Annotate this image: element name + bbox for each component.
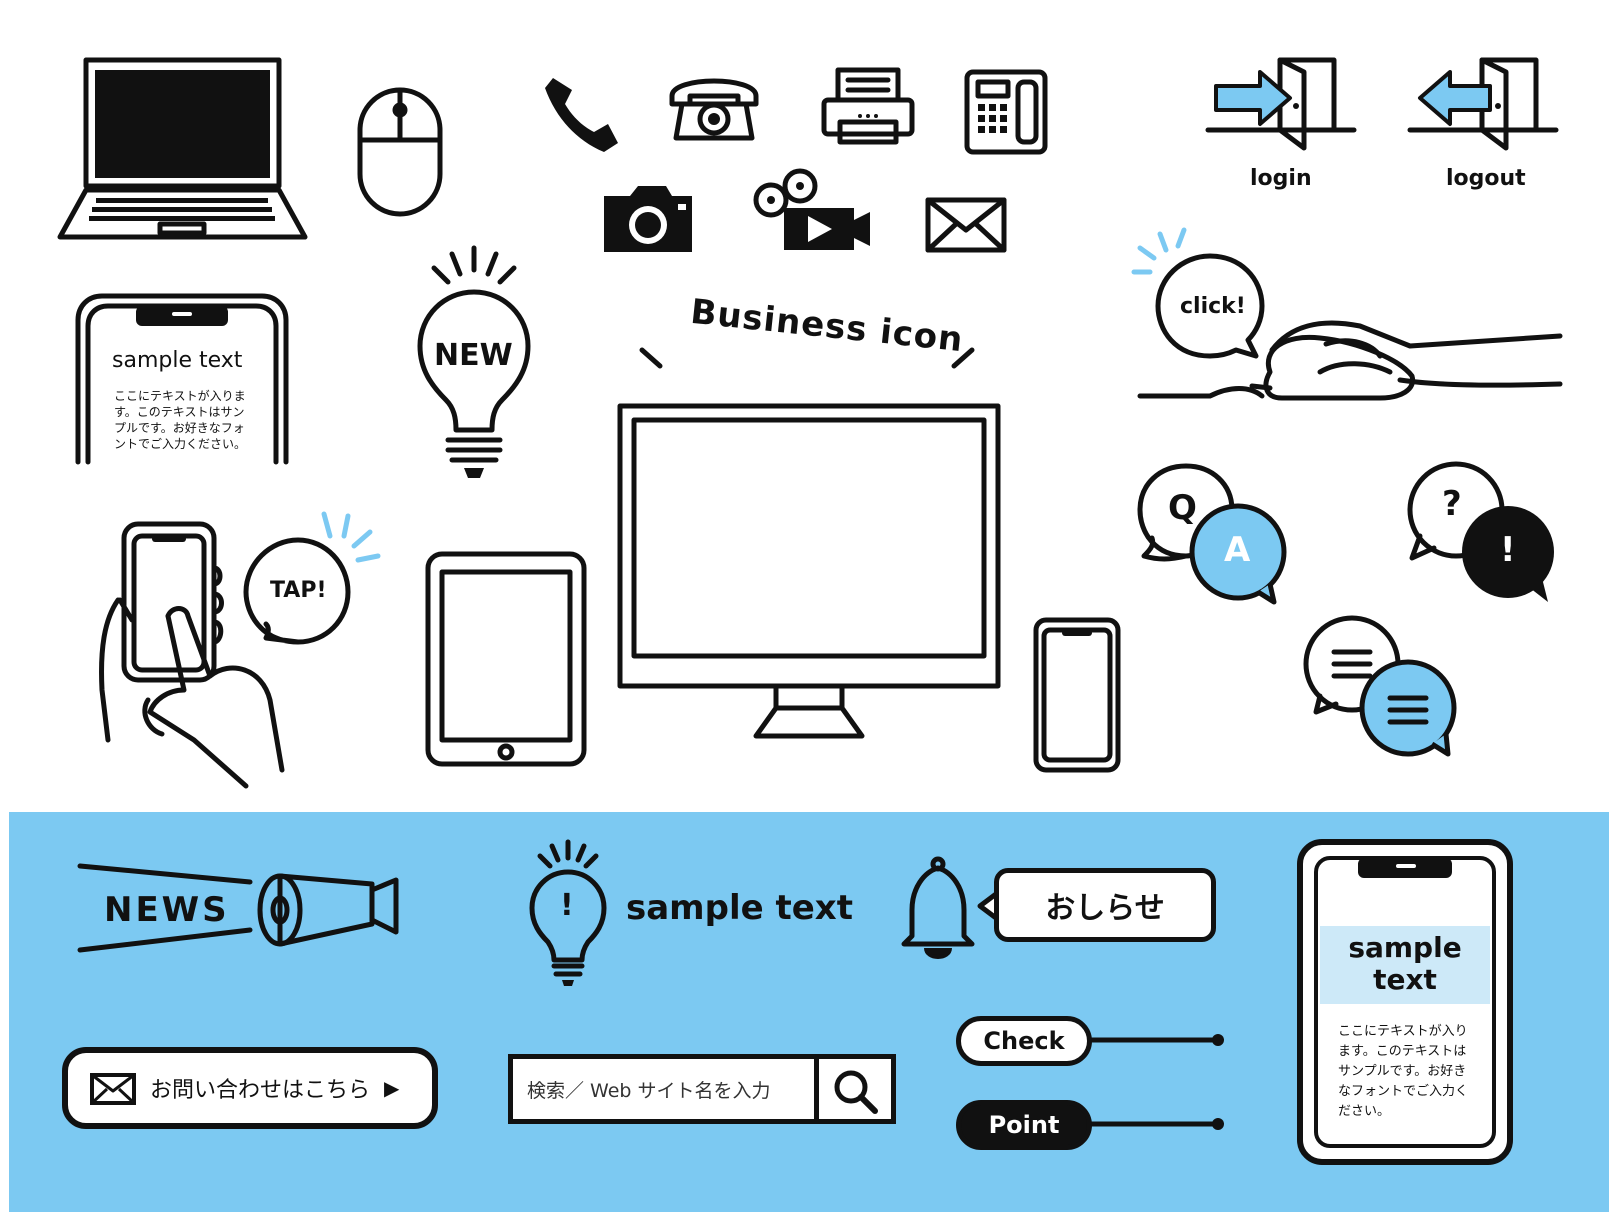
news-label: NEWS: [104, 890, 230, 930]
fax-phone-icon: [964, 69, 1048, 155]
smartphone-frame-icon: [75, 293, 289, 465]
news-megaphone-icon: [77, 863, 399, 953]
smartphone-icon: [1033, 617, 1121, 773]
banner-phone-title: sample text: [1348, 931, 1462, 996]
video-camera-icon: [753, 168, 870, 250]
monitor-heading-rays: [639, 347, 975, 369]
banner-smartphone-icon: [1297, 839, 1513, 1165]
check-tag[interactable]: Check: [956, 1016, 1092, 1066]
search-input[interactable]: 検索／ Web サイト名を入力: [527, 1079, 771, 1102]
hand-on-mouse-icon: [1137, 320, 1563, 401]
tip-lightbulb-icon: [529, 839, 607, 986]
login-icon: [1205, 57, 1357, 151]
login-label: login: [1250, 166, 1312, 191]
exclamation-label: !: [1500, 530, 1516, 570]
printer-icon: [821, 67, 915, 145]
mouse-icon: [357, 87, 443, 217]
search-button[interactable]: [814, 1059, 891, 1119]
point-tag[interactable]: Point: [956, 1100, 1092, 1150]
mail-icon: [925, 197, 1007, 253]
tip-text: sample text: [626, 888, 853, 928]
exclamation-bubble: [1462, 506, 1554, 602]
tap-bubble: [243, 537, 351, 645]
question-label: ?: [1442, 484, 1462, 524]
camera-icon: [604, 186, 692, 252]
phone-handset-icon: [545, 78, 618, 152]
contact-label: お問い合わせはこちら: [150, 1078, 371, 1103]
chat-bubbles-icon: [1303, 615, 1457, 757]
tap-label: TAP!: [270, 578, 327, 603]
phone-card-title: sample text: [112, 348, 243, 373]
search-icon: [834, 1070, 878, 1114]
notice-pointer: [977, 892, 998, 920]
logout-icon: [1407, 57, 1559, 151]
q-label: Q: [1168, 488, 1197, 528]
check-connector: [1088, 1034, 1224, 1130]
notice-box[interactable]: おしらせ: [994, 868, 1216, 942]
rotary-phone-icon: [669, 78, 759, 141]
tablet-icon: [425, 551, 587, 767]
contact-button[interactable]: お問い合わせはこちら ▶: [62, 1047, 438, 1129]
hand-holding-phone-icon: [99, 521, 285, 789]
logout-label: logout: [1446, 166, 1526, 191]
desktop-monitor-icon: [617, 403, 1001, 739]
play-arrow-icon: ▶: [384, 1076, 400, 1100]
click-label: click!: [1180, 294, 1246, 319]
a-label: A: [1224, 530, 1251, 570]
lightbulb-new-icon: [417, 245, 531, 478]
banner-phone-body: ここにテキストが入ります。このテキストはサンプルです。お好きなフォントでご入力く…: [1338, 1024, 1469, 1119]
mail-icon: [90, 1073, 136, 1105]
search-bar[interactable]: 検索／ Web サイト名を入力: [508, 1054, 896, 1124]
tip-exclamation: !: [560, 888, 574, 923]
tap-burst-icon: [321, 511, 381, 563]
monitor-heading: Business icon: [688, 291, 966, 361]
phone-card-body: ここにテキストが入ります。このテキストはサンプルです。お好きなフォントでご入力く…: [114, 389, 247, 451]
click-burst-icon: [1131, 227, 1187, 275]
click-bubble: [1155, 253, 1265, 359]
new-label: NEW: [434, 338, 513, 373]
laptop-icon: [57, 57, 308, 240]
a-bubble: [1189, 503, 1287, 605]
bell-icon: [901, 856, 975, 959]
